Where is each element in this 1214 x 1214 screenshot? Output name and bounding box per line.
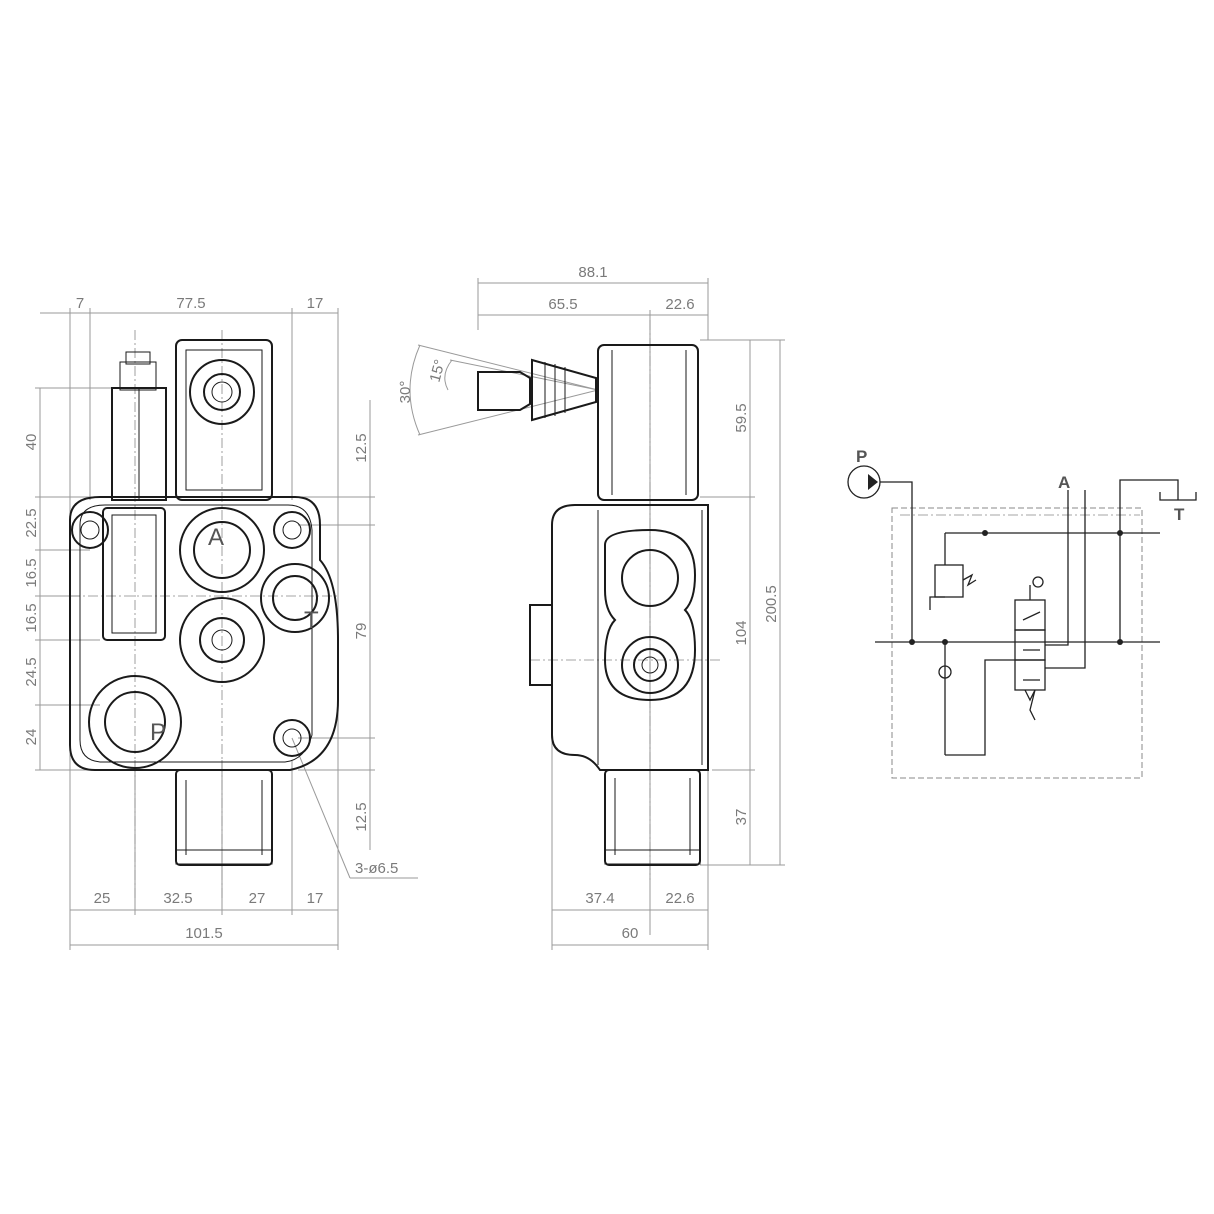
port-label-p: P: [150, 719, 166, 746]
label-work-port-a: A: [1058, 473, 1070, 492]
dim-top-2: 77.5: [176, 295, 205, 312]
side-overall-height: 200.5: [763, 585, 780, 623]
dim-left-3: 16.5: [23, 558, 40, 587]
dim-bottom-3: 27: [249, 890, 266, 907]
lever-icon: [1032, 576, 1044, 588]
side-dim-right-1: 59.5: [733, 403, 750, 432]
port-label-a: A: [208, 524, 224, 551]
side-dim-top-1: 88.1: [578, 264, 607, 281]
angle-30: 30°: [397, 381, 414, 404]
port-label-t: T: [304, 607, 319, 634]
side-dim-right-2: 104: [733, 620, 750, 645]
dim-right-2: 79: [353, 623, 370, 640]
hole-callout: 3-ø6.5: [355, 860, 398, 877]
dim-right-1: 12.5: [353, 433, 370, 462]
side-dim-bottom-1: 37.4: [585, 890, 614, 907]
dim-left-6: 24: [23, 729, 40, 746]
dim-left-1: 40: [23, 434, 40, 451]
check-valve-icon: [938, 665, 952, 679]
hydraulic-schematic: P A T: [847, 447, 1197, 779]
side-dim-top-3: 22.6: [665, 296, 694, 313]
front-view: 7 77.5 17 40 22.5 16.5 16.5 24.5 24 12.5…: [23, 295, 418, 950]
relief-valve-icon: [934, 564, 964, 598]
dim-left-4: 16.5: [23, 603, 40, 632]
dim-bottom-4: 17: [307, 890, 324, 907]
dim-right-3: 12.5: [353, 802, 370, 831]
dim-top-3: 17: [307, 295, 324, 312]
angle-15: 15°: [427, 358, 449, 384]
dim-left-5: 24.5: [23, 657, 40, 686]
side-dim-bottom-2: 22.6: [665, 890, 694, 907]
side-dim-right-3: 37: [733, 809, 750, 826]
dim-overall-width: 101.5: [185, 925, 223, 942]
side-dim-top-2: 65.5: [548, 296, 577, 313]
dim-left-2: 22.5: [23, 508, 40, 537]
dim-bottom-2: 32.5: [163, 890, 192, 907]
side-view: 88.1 65.5 22.6 59.5 104 37 200.5 37.4 22…: [397, 264, 785, 950]
dim-top-1: 7: [76, 295, 84, 312]
dim-bottom-1: 25: [94, 890, 111, 907]
label-tank: T: [1174, 505, 1185, 524]
side-overall-width: 60: [622, 925, 639, 942]
label-pump: P: [856, 447, 867, 466]
